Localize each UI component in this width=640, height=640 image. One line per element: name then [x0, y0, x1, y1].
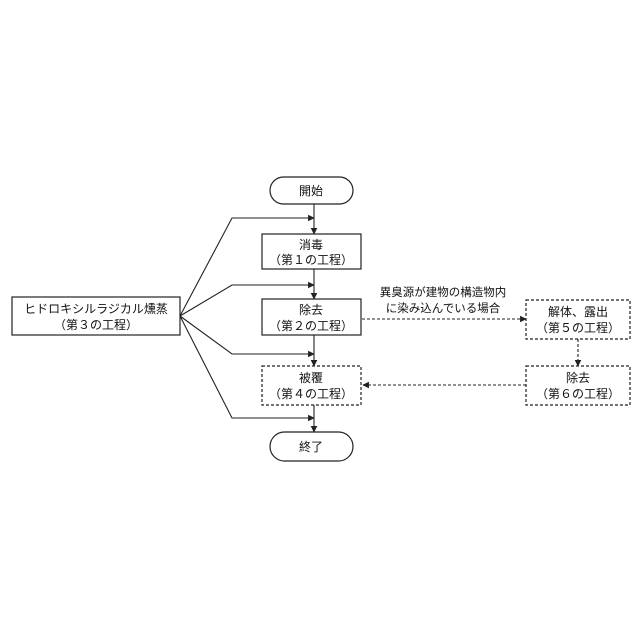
step5-sub: （第５の工程）	[536, 320, 620, 335]
step4-sub: （第４の工程）	[269, 386, 353, 401]
step1-sub: （第１の工程）	[269, 252, 353, 267]
step6-sub: （第６の工程）	[536, 386, 620, 401]
step2-name: 除去	[299, 302, 323, 317]
branch-condition-line1: 異臭源が建物の構造物内	[380, 285, 507, 299]
step5-name: 解体、露出	[548, 305, 608, 319]
step2-sub: （第２の工程）	[269, 318, 353, 333]
step1-name: 消毒	[299, 238, 323, 252]
end-label: 終了	[299, 439, 323, 454]
step3-sub: （第３の工程）	[54, 317, 138, 332]
step4-name: 被覆	[299, 371, 323, 385]
step6-name: 除去	[566, 370, 590, 385]
branch-condition-line2: に染み込んでいる場合	[386, 301, 501, 315]
start-label: 開始	[299, 184, 323, 198]
step3-name: ヒドロキシルラジカル燻蒸	[24, 301, 168, 316]
